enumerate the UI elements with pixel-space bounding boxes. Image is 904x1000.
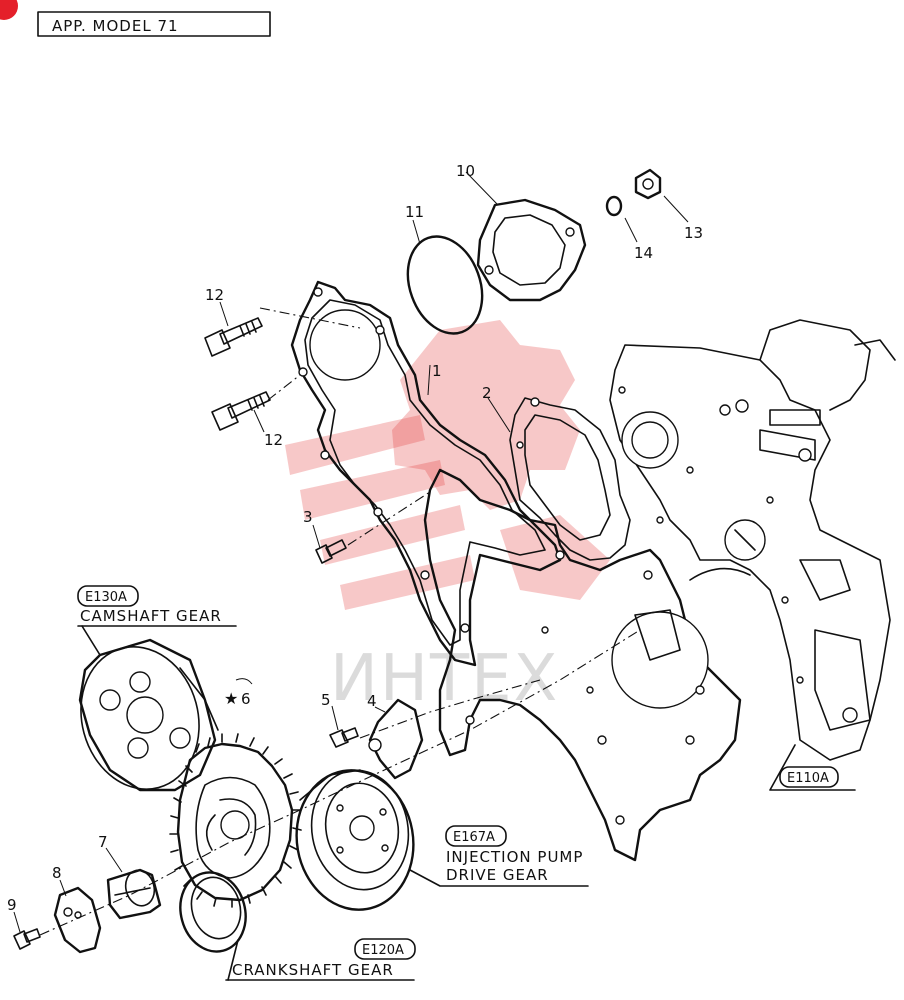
center-lines	[39, 307, 641, 936]
star-icon: ★	[224, 689, 238, 708]
callout-crankshaft: E120A CRANKSHAFT GEAR	[225, 938, 416, 981]
injection-pump-drive-gear	[295, 769, 415, 911]
part-14-washer	[605, 195, 623, 217]
part-4-bracket	[368, 698, 424, 780]
part-5-bolt	[329, 727, 359, 748]
part-2-label: 2	[482, 384, 492, 402]
part-6-marker: ★ 6	[224, 678, 253, 708]
part-3-label: 3	[303, 508, 313, 526]
part-2-front-plate	[423, 397, 742, 862]
part-9-bolt	[13, 928, 41, 950]
part-1-label: 1	[432, 362, 442, 380]
part-7-spacer	[106, 868, 162, 920]
part-3-bolt	[315, 539, 347, 564]
part-6-label: 6	[241, 690, 251, 708]
camshaft-gear	[78, 638, 219, 792]
app-model-label: APP. MODEL 71	[52, 17, 179, 35]
part-12-bolt-lower	[211, 391, 271, 431]
watermark: ИНТЕХ	[285, 320, 610, 716]
part-5-label: 5	[321, 691, 331, 709]
callout-injection: E167A INJECTION PUMP DRIVE GEAR	[409, 825, 589, 887]
part-12-lower-label: 12	[264, 431, 283, 449]
callout-injection-code: E167A	[453, 830, 495, 845]
leader-lines	[13, 171, 689, 933]
part-1-gasket	[290, 280, 562, 667]
engine-block	[609, 319, 896, 761]
callout-camshaft: E130A CAMSHAFT GEAR	[77, 585, 237, 656]
part-12-bolt-upper	[204, 317, 263, 357]
part-13-nut	[634, 168, 662, 200]
part-10-label: 10	[456, 162, 475, 180]
callout-injection-line1: INJECTION PUMP	[446, 848, 583, 866]
callout-crankshaft-name: CRANKSHAFT GEAR	[232, 961, 394, 979]
part-12-upper-label: 12	[205, 286, 224, 304]
callout-injection-line2: DRIVE GEAR	[446, 866, 549, 884]
part-10-cover	[476, 198, 587, 302]
callout-block-code: E110A	[787, 771, 829, 786]
part-11-label: 11	[405, 203, 424, 221]
part-14-label: 14	[634, 244, 653, 262]
crankshaft-gear	[179, 871, 247, 953]
callout-crankshaft-code: E120A	[362, 943, 404, 958]
part-4-label: 4	[367, 692, 377, 710]
part-13-label: 13	[684, 224, 703, 242]
red-corner-mark	[0, 0, 18, 20]
part-9-label: 9	[7, 896, 17, 914]
part-6-idler-gear	[169, 733, 302, 908]
part-8-washer	[53, 886, 102, 954]
callout-camshaft-code: E130A	[85, 590, 127, 605]
callout-camshaft-name: CAMSHAFT GEAR	[80, 607, 222, 625]
part-8-label: 8	[52, 864, 62, 882]
app-model-header: APP. MODEL 71	[37, 11, 271, 37]
callout-block: E110A	[769, 744, 856, 791]
part-11-o-ring	[406, 235, 484, 335]
part-7-label: 7	[98, 833, 108, 851]
